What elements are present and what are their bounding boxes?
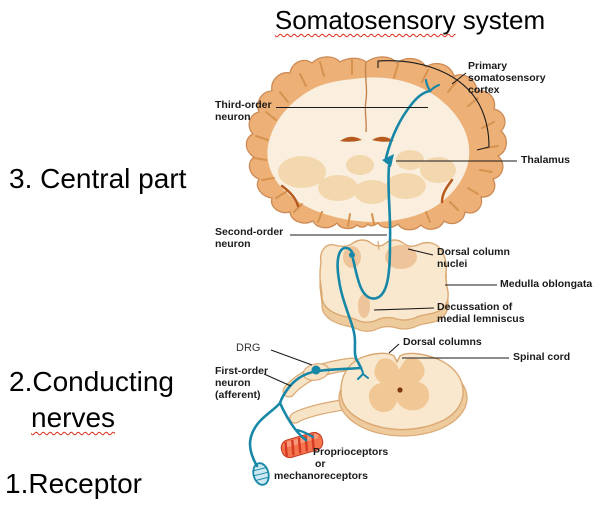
- muscle-branch-path: [278, 401, 308, 442]
- title-word-underlined: Somatosensory: [274, 5, 456, 35]
- lateral-ventricles: [340, 136, 394, 142]
- label-central-part: 3. Central part: [9, 163, 187, 194]
- label-dorsal-columns: Dorsal columns: [403, 336, 482, 348]
- gray-matter: [368, 357, 430, 413]
- brain-midline-fissure: [364, 61, 368, 133]
- spinal-cord-illustration: [282, 352, 468, 437]
- nerve-roots: [282, 357, 359, 424]
- cortex-bracket: [377, 60, 490, 151]
- third-order-neuron-path: [384, 89, 432, 160]
- drg-ganglion-dot: [311, 365, 321, 375]
- central-canal: [397, 387, 403, 393]
- nuclei-synapse-knob: [349, 252, 355, 258]
- label-medulla-oblongata: Medulla oblongata: [500, 278, 593, 290]
- medulla-midline-notch: [377, 240, 380, 251]
- thalamus-synapse-arrow: [382, 154, 394, 167]
- second-order-neuron-path: [351, 164, 392, 300]
- title-word-rest: system: [455, 5, 546, 35]
- label-conducting-nerves: 2.Conducting nerves: [9, 366, 175, 433]
- muscle-spindle-receptor: [280, 431, 324, 459]
- first-order-central-path: [336, 246, 363, 370]
- page-title: Somatosensory system: [235, 5, 585, 36]
- brain-sulci: [253, 59, 499, 227]
- label-proprioceptors: Proprioceptors or mechanoreceptors: [274, 446, 389, 482]
- label-drg: DRG: [236, 342, 261, 354]
- brain-illustration: [245, 56, 507, 231]
- basal-ganglia: [278, 150, 456, 204]
- label-receptor: 1.Receptor: [5, 468, 142, 499]
- insula-lines: [280, 178, 454, 208]
- dorsal-column-nuclei-shapes: [343, 245, 417, 318]
- label-thalamus: Thalamus: [521, 154, 571, 166]
- mechanoreceptor-corpuscle: [252, 462, 270, 486]
- leader-lines: [263, 60, 517, 387]
- label-spinal-cord: Spinal cord: [513, 351, 571, 363]
